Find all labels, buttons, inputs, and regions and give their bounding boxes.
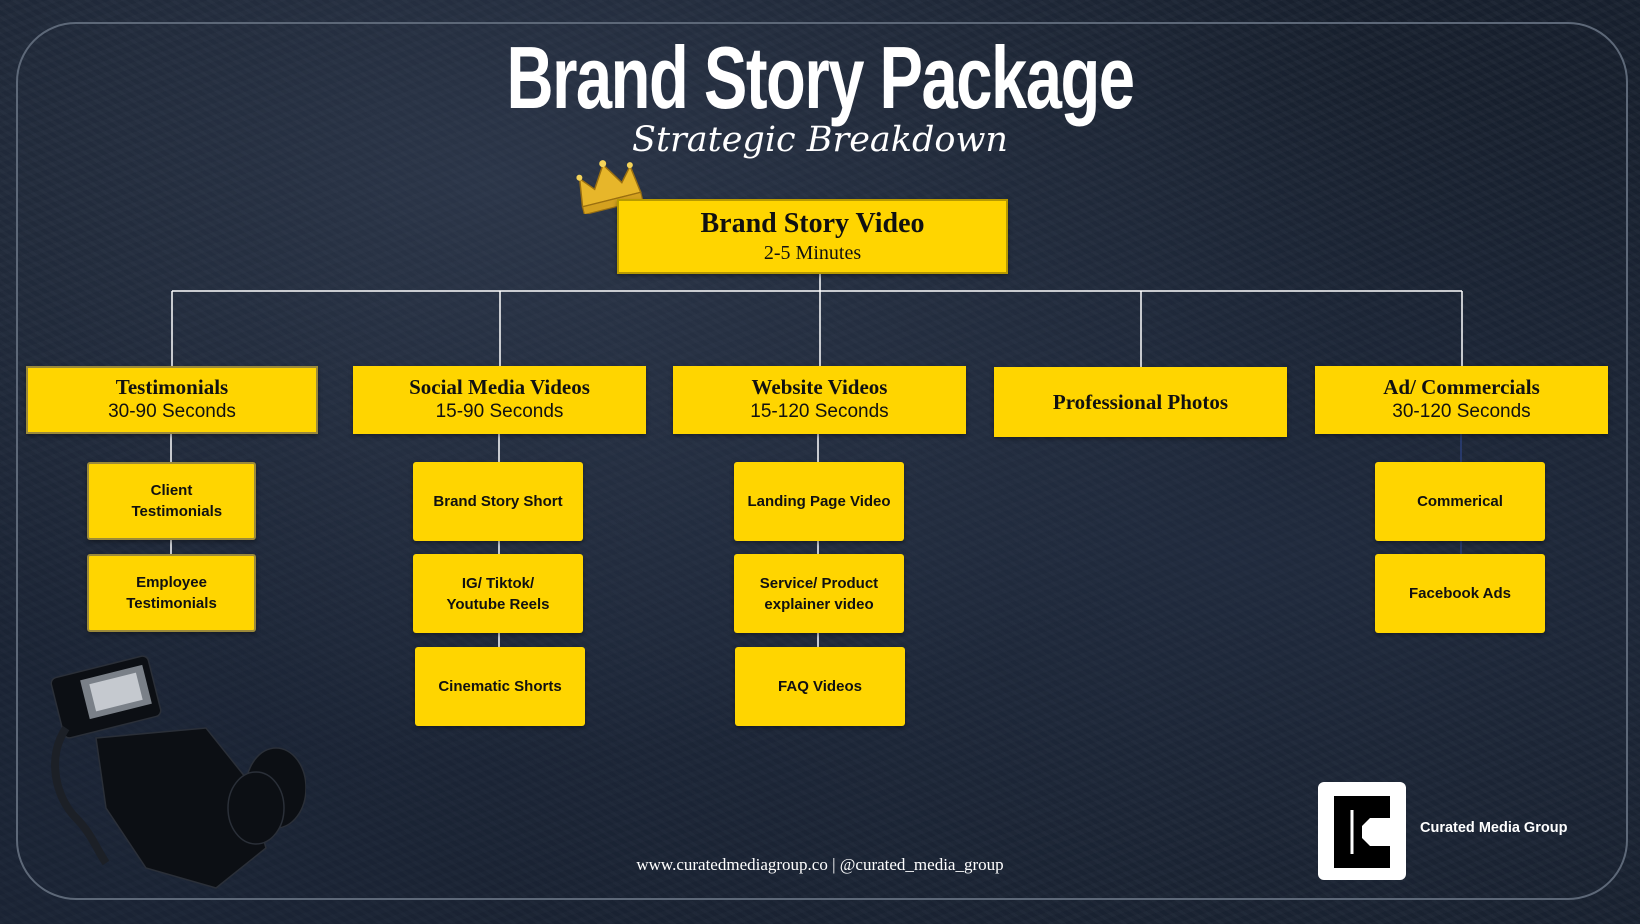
category-box-website-videos: Website Videos 15-120 Seconds — [673, 366, 966, 434]
category-box-testimonials: Testimonials 30-90 Seconds — [26, 366, 318, 434]
sub-box-faq-videos: FAQ Videos — [735, 647, 905, 726]
cinema-camera-image — [50, 655, 306, 889]
root-title: Brand Story Video — [700, 207, 925, 239]
sub-box-service-product-explainer-video: Service/ Product explainer video — [734, 554, 904, 633]
sub-box-brand-story-short: Brand Story Short — [413, 462, 583, 541]
category-box-professional-photos: Professional Photos — [994, 367, 1287, 437]
sub-item-label: FAQ Videos — [778, 678, 862, 695]
category-duration: 30-120 Seconds — [1392, 401, 1531, 422]
sub-box-cinematic-shorts: Cinematic Shorts — [415, 647, 585, 726]
root-box-brand-story-video: Brand Story Video 2-5 Minutes — [617, 199, 1008, 274]
category-duration: 15-90 Seconds — [435, 401, 564, 422]
footer-links: www.curatedmediagroup.co | @curated_medi… — [636, 855, 1004, 874]
sub-box-employee-testimonials: Employee Testimonials — [87, 554, 256, 632]
sub-item-label: Facebook Ads — [1409, 585, 1511, 602]
root-duration: 2-5 Minutes — [763, 241, 862, 264]
rounded-frame — [16, 22, 1628, 900]
sub-box-facebook-ads: Facebook Ads — [1375, 554, 1545, 633]
sub-item-label: IG/ Tiktok/ Youtube Reels — [446, 574, 550, 613]
sub-item-label: Service/ Product explainer video — [759, 574, 879, 613]
crown-icon — [576, 160, 644, 214]
category-duration: 15-120 Seconds — [750, 401, 889, 422]
sub-item-label: Cinematic Shorts — [438, 678, 562, 695]
logo-c-glyph — [1334, 796, 1390, 868]
brand-name: Curated Media Group — [1420, 820, 1568, 836]
category-box-social-media-videos: Social Media Videos 15-90 Seconds — [353, 366, 646, 434]
sub-item-label: Employee Testimonials — [126, 574, 217, 612]
sub-box-client-testimonials: Client Testimonials — [87, 462, 256, 540]
sub-item-label: Brand Story Short — [433, 493, 563, 510]
page-subtitle: Strategic Breakdown — [632, 120, 1008, 160]
page-title: Brand Story Package — [506, 28, 1135, 127]
category-title: Website Videos — [751, 375, 888, 399]
category-duration: 30-90 Seconds — [108, 401, 236, 422]
category-title: Ad/ Commercials — [1383, 375, 1540, 399]
sub-box-ig-tiktok-youtube-reels: IG/ Tiktok/ Youtube Reels — [413, 554, 583, 633]
curated-c-logo — [1318, 782, 1406, 880]
sub-item-label: Client Testimonials — [131, 482, 223, 520]
category-box-ad-commercials: Ad/ Commercials 30-120 Seconds — [1315, 366, 1608, 434]
sub-box-commerical: Commerical — [1375, 462, 1545, 541]
sub-item-label: Commerical — [1417, 493, 1503, 510]
category-title: Testimonials — [115, 375, 229, 399]
sub-box-landing-page-video: Landing Page Video — [734, 462, 904, 541]
category-title: Social Media Videos — [409, 375, 590, 399]
category-title: Professional Photos — [1052, 390, 1229, 414]
sub-item-label: Landing Page Video — [747, 493, 891, 510]
